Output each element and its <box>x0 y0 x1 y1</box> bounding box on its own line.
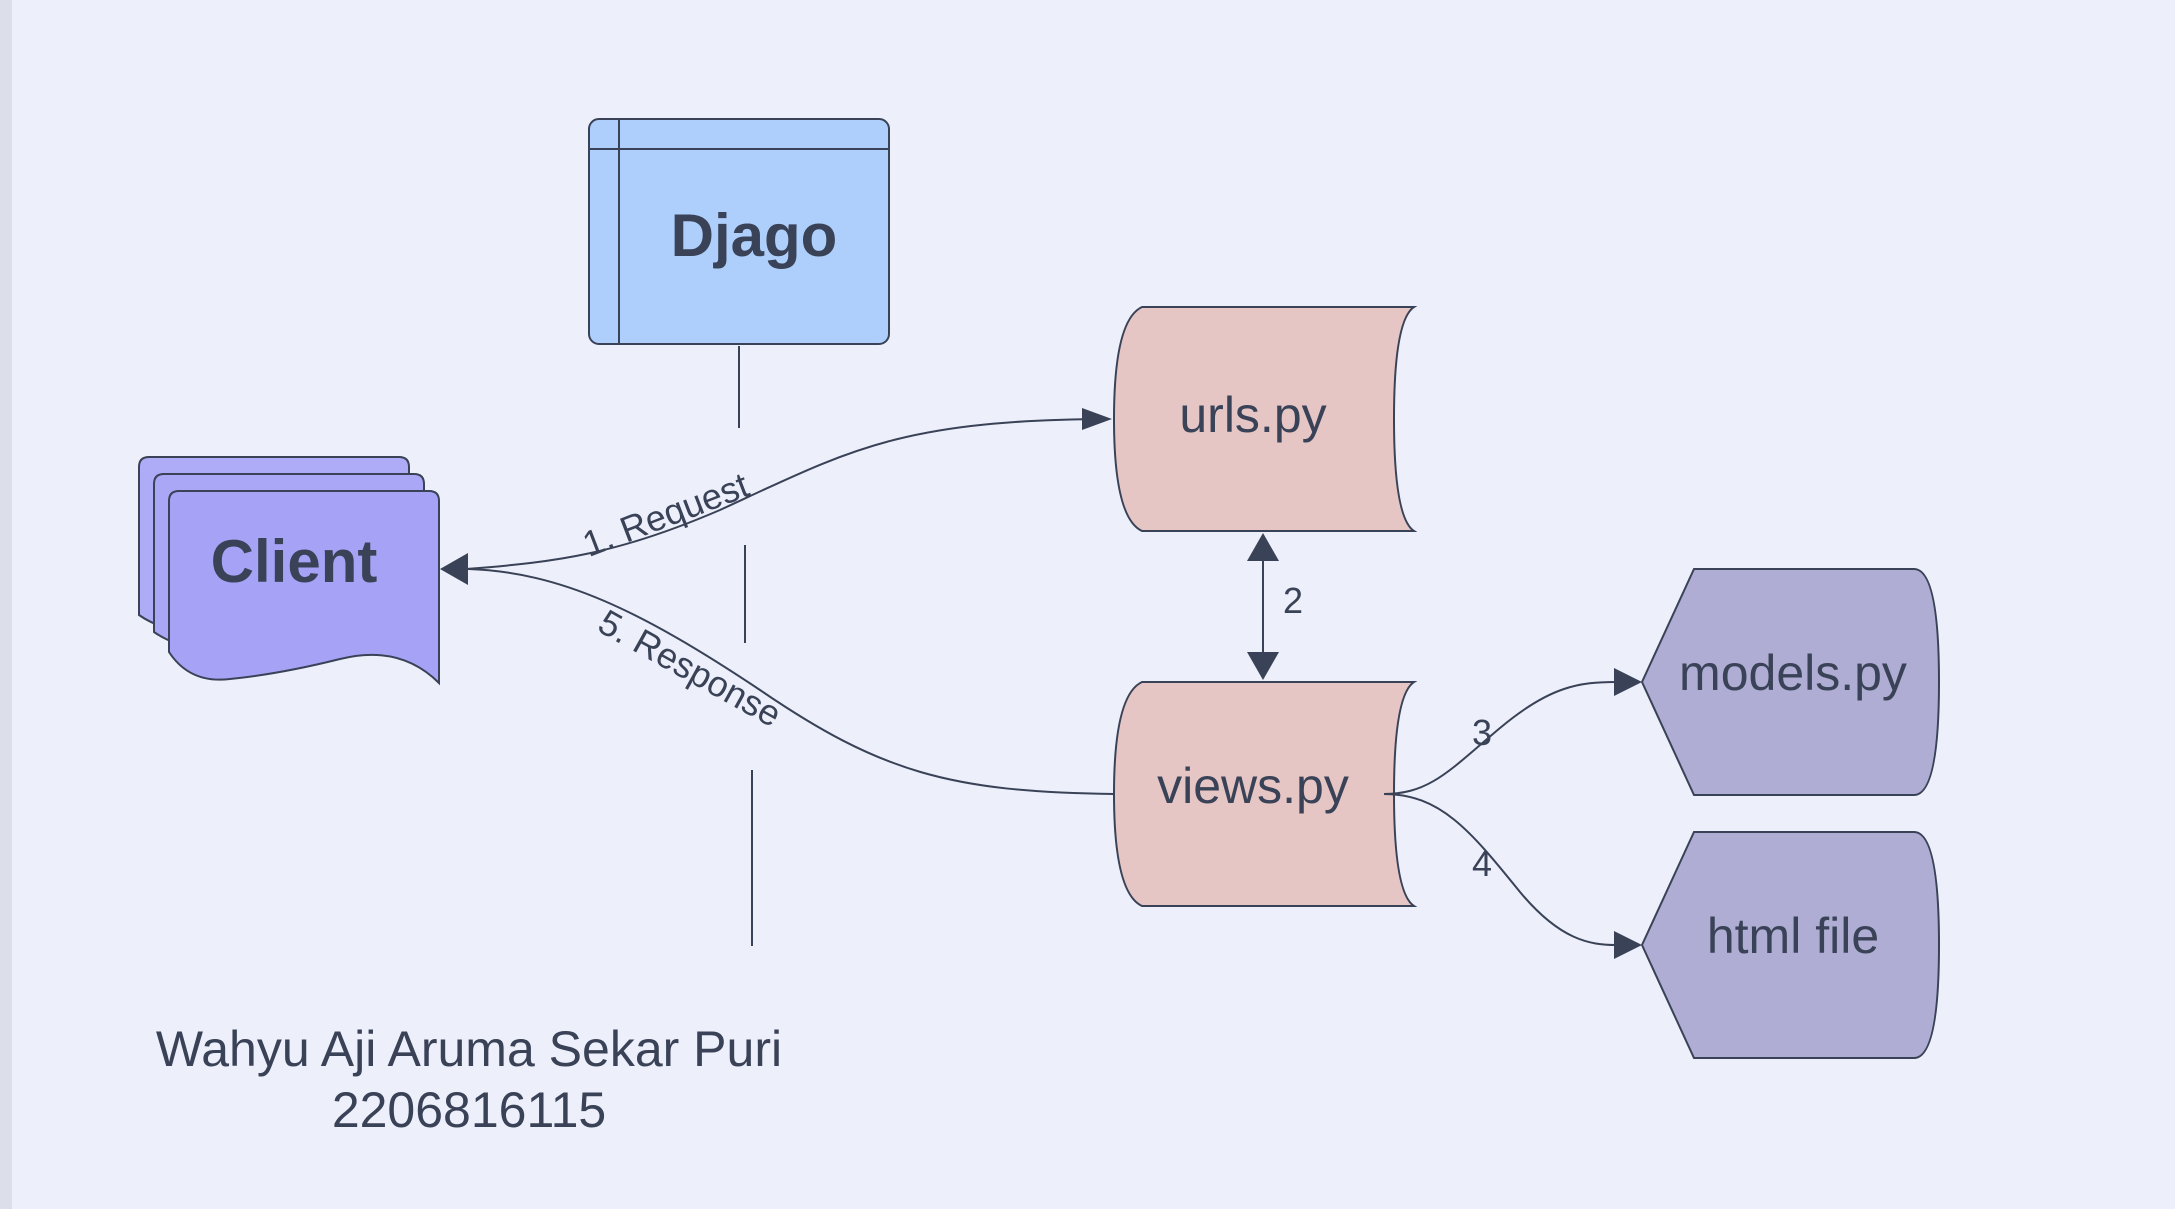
edge-views-html: 4 <box>1383 793 1642 959</box>
urls-views-arrowhead-top <box>1247 533 1279 561</box>
response-line <box>467 568 1115 795</box>
author-id: 2206816115 <box>332 1082 606 1138</box>
client-doc-front <box>168 490 440 686</box>
urls-node[interactable]: urls.py <box>1112 306 1418 532</box>
response-arrowhead <box>440 553 468 585</box>
html-node[interactable]: html file <box>1640 831 1941 1059</box>
urls-views-arrowhead-bottom <box>1247 652 1279 680</box>
client-node[interactable]: Client <box>138 456 440 686</box>
author-name: Wahyu Aji Aruma Sekar Puri <box>156 1021 782 1077</box>
views-html-label: 4 <box>1472 843 1492 884</box>
request-line <box>465 418 1109 570</box>
views-models-label: 3 <box>1472 712 1492 753</box>
html-label: html file <box>1707 908 1879 964</box>
models-node[interactable]: models.py <box>1640 568 1941 796</box>
request-arrowhead <box>1082 408 1112 430</box>
urls-label: urls.py <box>1179 387 1326 443</box>
edge-views-models: 3 <box>1383 668 1642 795</box>
swimlane-divider <box>738 346 753 946</box>
views-models-line <box>1383 681 1617 795</box>
urls-views-label: 2 <box>1283 580 1303 621</box>
django-node[interactable]: Djago <box>588 118 890 345</box>
views-node[interactable]: views.py <box>1112 681 1418 907</box>
views-shape <box>1112 681 1418 907</box>
html-shape <box>1640 831 1941 1059</box>
models-shape <box>1640 568 1941 796</box>
client-label: Client <box>211 528 378 595</box>
author-caption: Wahyu Aji Aruma Sekar Puri 2206816115 <box>156 1021 782 1138</box>
left-border <box>0 0 12 1209</box>
views-html-line <box>1383 793 1617 946</box>
views-html-arrowhead <box>1614 931 1642 959</box>
django-label: Djago <box>671 202 838 269</box>
django-box <box>588 118 890 345</box>
urls-shape <box>1112 306 1418 532</box>
edge-urls-views: 2 <box>1247 533 1303 680</box>
views-models-arrowhead <box>1614 668 1642 696</box>
models-label: models.py <box>1679 645 1907 701</box>
views-label: views.py <box>1157 758 1349 814</box>
